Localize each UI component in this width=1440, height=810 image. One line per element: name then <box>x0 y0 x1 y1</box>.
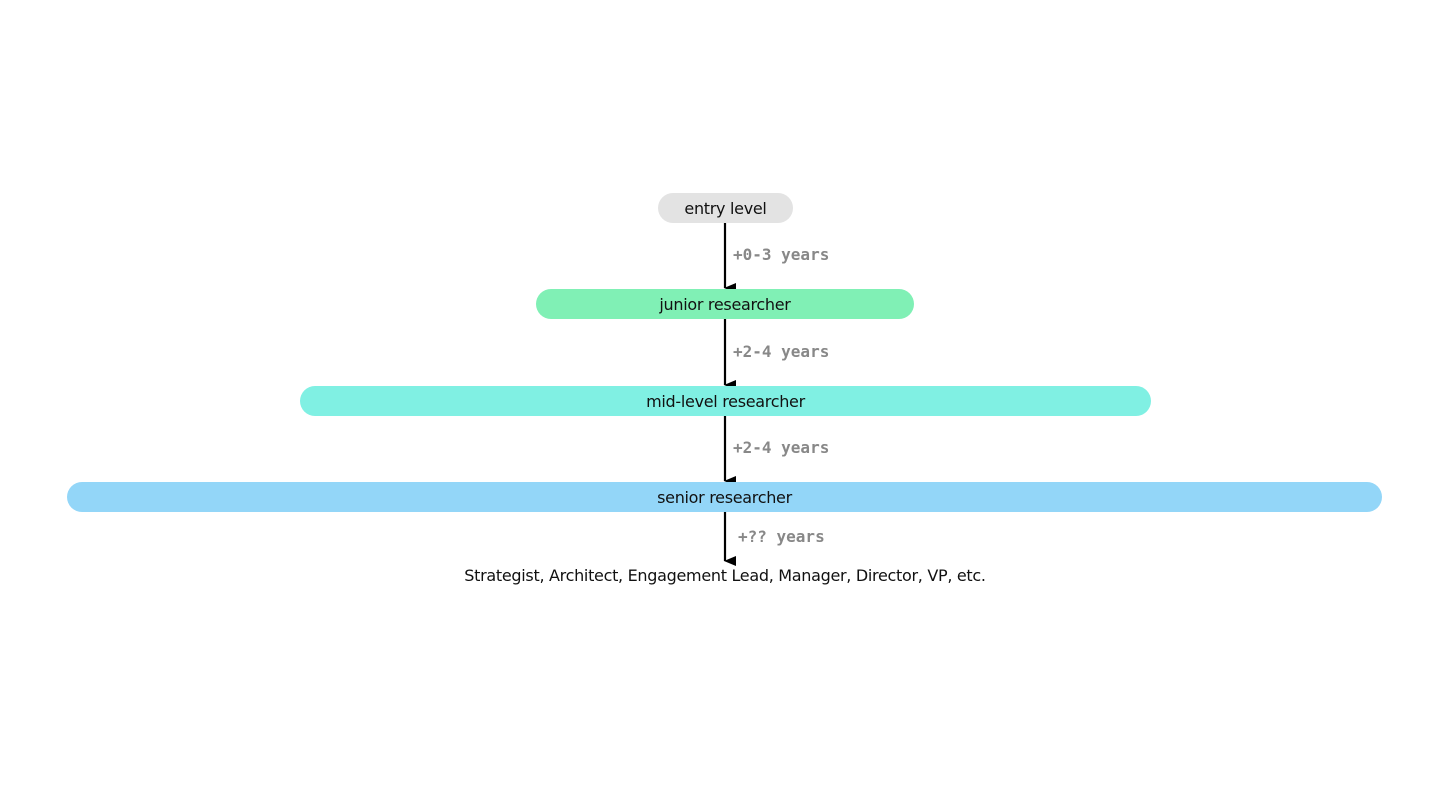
duration-label-mid-to-senior: +2-4 years <box>733 438 830 457</box>
duration-label-entry-to-junior: +0-3 years <box>733 245 830 264</box>
duration-label-junior-to-mid: +2-4 years <box>733 342 830 361</box>
stage-senior-researcher: senior researcher <box>67 482 1382 512</box>
duration-label-senior-to-outcome: +?? years <box>738 527 825 546</box>
stage-entry-level: entry level <box>658 193 793 223</box>
stage-junior-researcher: junior researcher <box>536 289 914 319</box>
stage-mid-level-researcher: mid-level researcher <box>300 386 1151 416</box>
career-outcomes-text: Strategist, Architect, Engagement Lead, … <box>464 566 986 585</box>
